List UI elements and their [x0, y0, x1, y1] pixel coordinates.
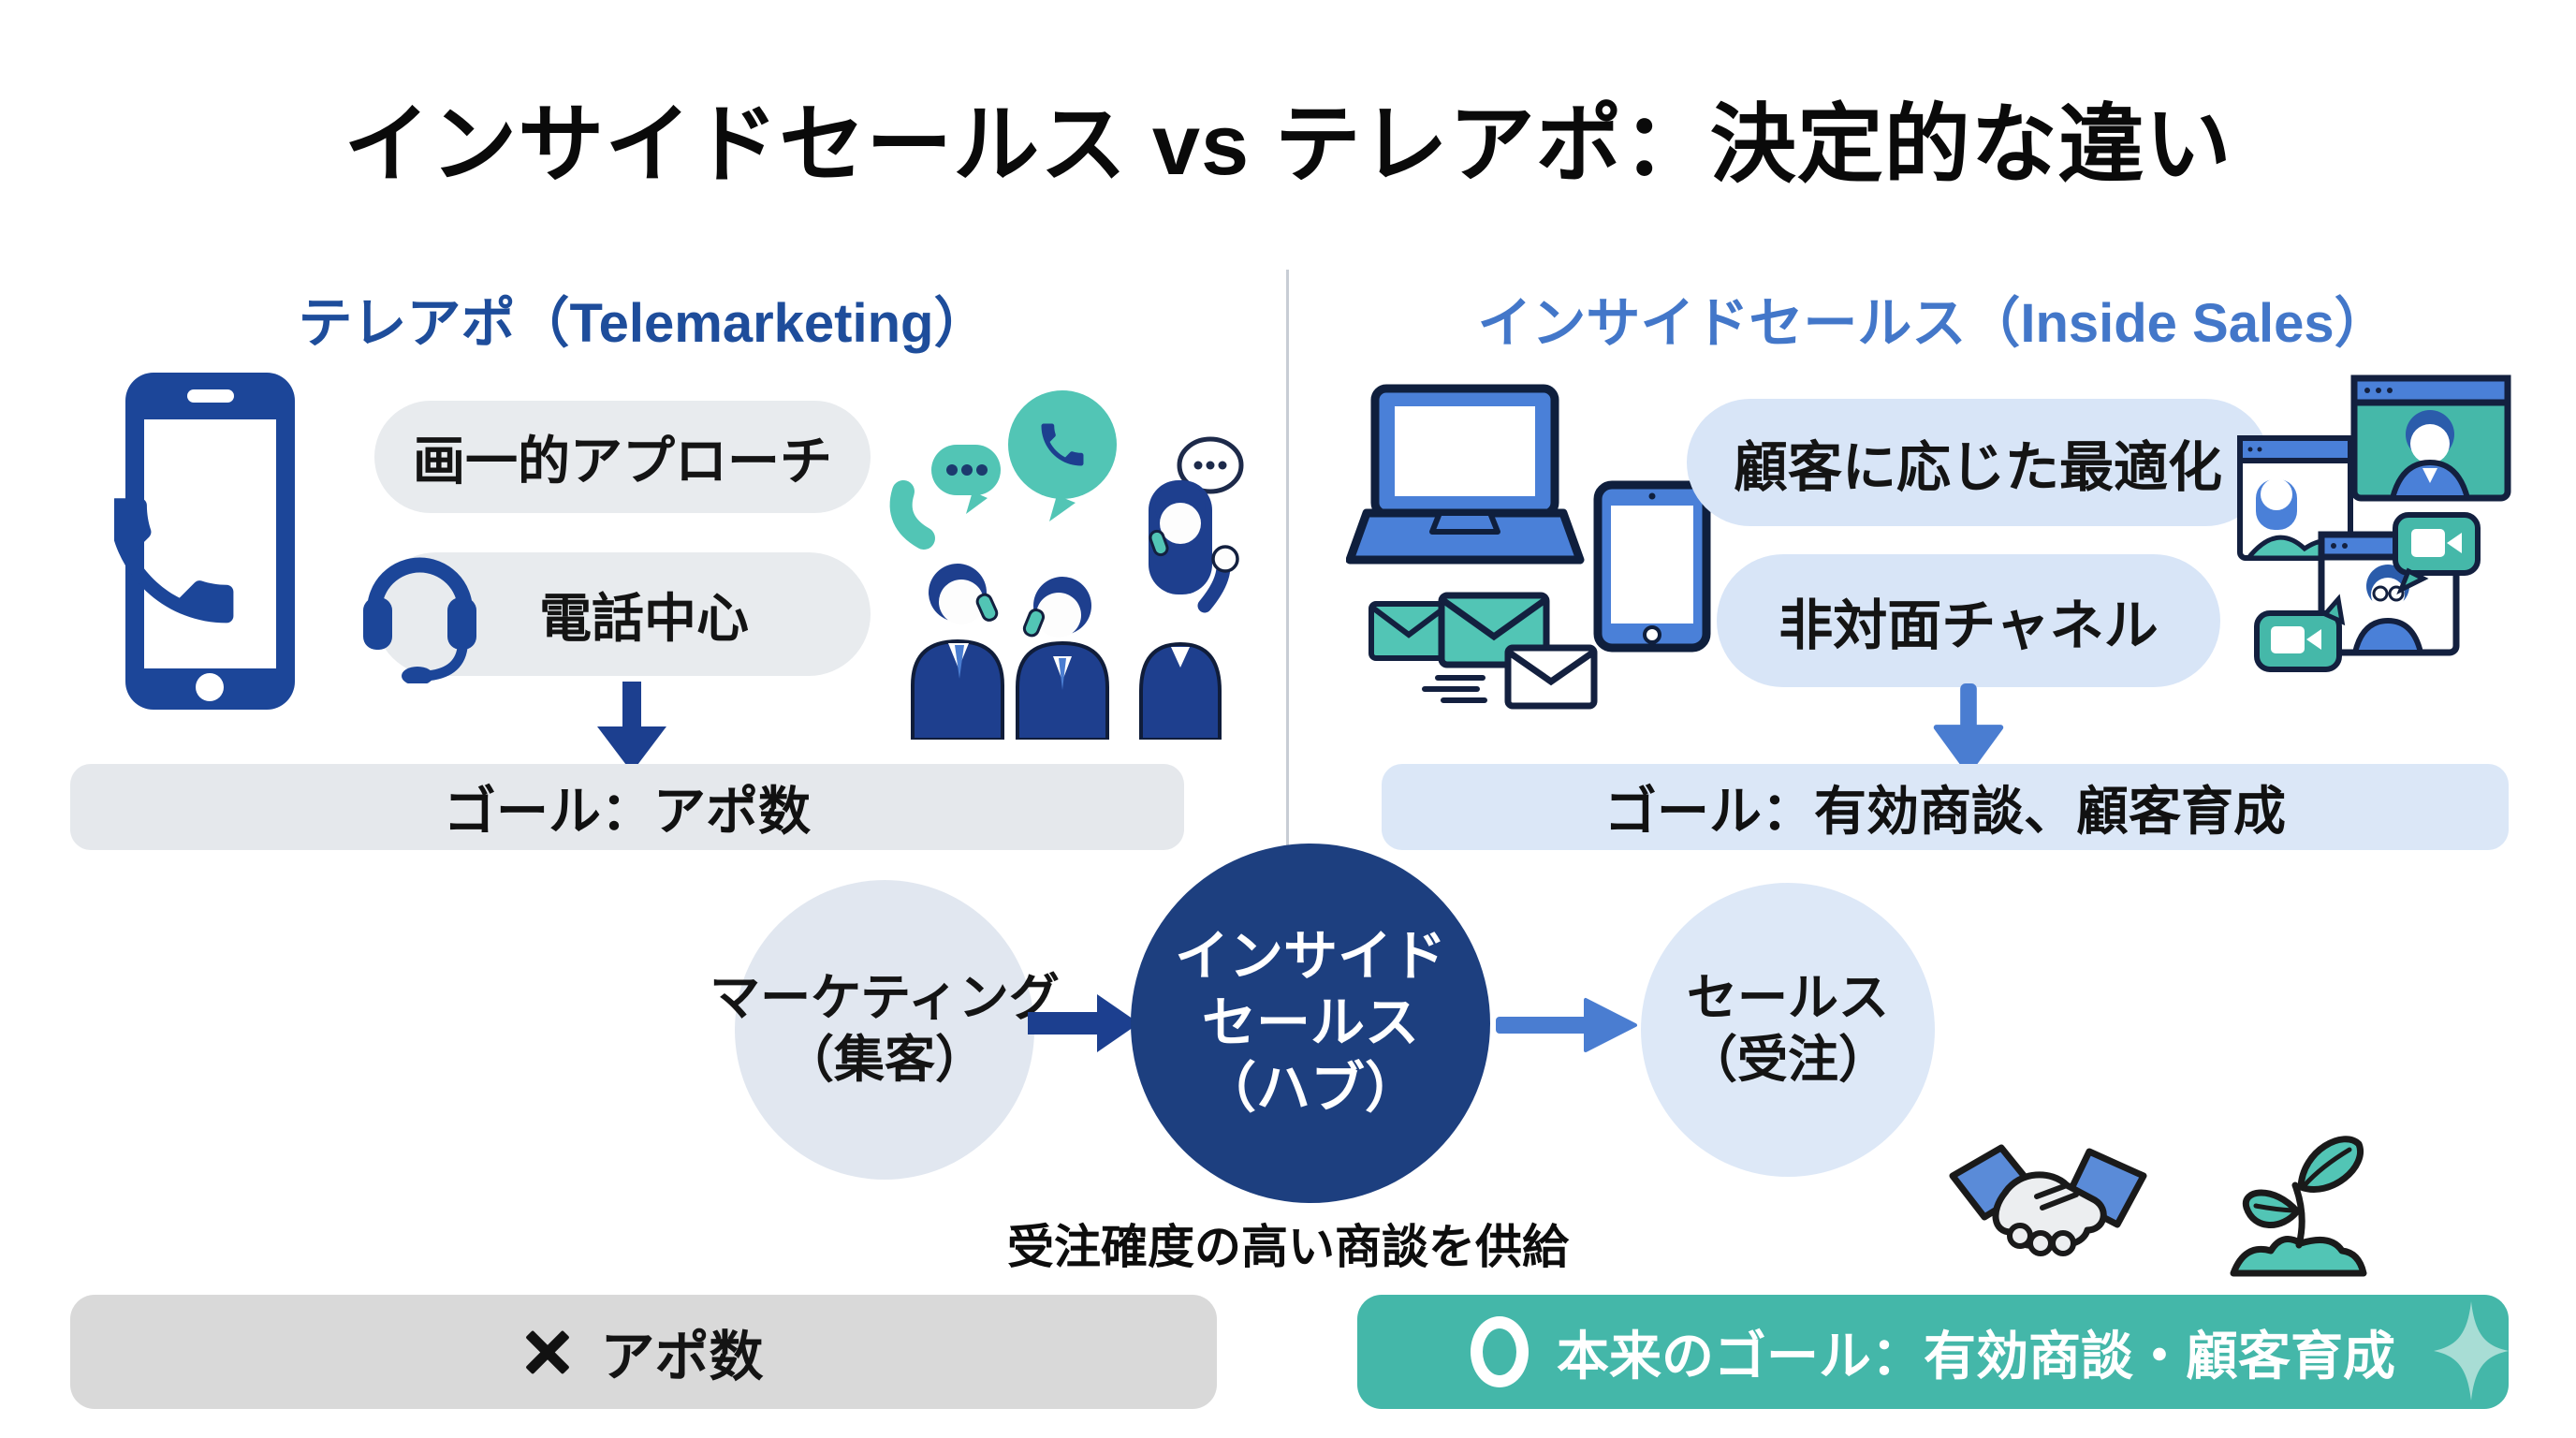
circle-mark-icon — [1471, 1316, 1529, 1387]
pill-label: 画一的アプローチ — [413, 431, 832, 491]
flow-node-line: （受注） — [1687, 1032, 1889, 1088]
devices-illustration — [1346, 376, 1739, 727]
sprout-icon — [2226, 1120, 2371, 1281]
flow-caption: 受注確度の高い商談を供給 — [1007, 1221, 1569, 1273]
cross-mark-icon — [523, 1328, 572, 1376]
video-call-illustration — [2235, 358, 2576, 746]
left-down-arrow-icon — [590, 682, 674, 775]
flow-node-sales: セールス （受注） — [1641, 883, 1935, 1177]
left-bottom-result-bar: アポ数 — [70, 1295, 1217, 1409]
pill-label: 電話中心 — [539, 588, 749, 648]
right-pill-remote-channels: 非対面チャネル — [1717, 554, 2220, 687]
goal-label: ゴール：アポ数 — [444, 781, 811, 841]
pill-label: 顧客に応じた最適化 — [1733, 437, 2222, 498]
right-column-header: インサイドセールス（Inside Sales） — [1477, 293, 2389, 354]
flow-node-line: （集客） — [783, 1032, 986, 1088]
flow-arrow-marketing-to-inside-icon — [1028, 992, 1140, 1054]
goal-label: ゴール：有効商談、顧客育成 — [1604, 781, 2286, 841]
left-pill-uniform-approach: 画一的アプローチ — [374, 401, 871, 513]
flow-arrow-inside-to-sales-icon — [1496, 996, 1638, 1054]
flow-node-line: マーケティング — [710, 970, 1060, 1027]
result-label: 本来のゴール：有効商談・顧客育成 — [1557, 1326, 2395, 1386]
telemarketers-illustration — [875, 360, 1254, 740]
right-down-arrow-icon — [1926, 683, 2011, 775]
page-title: インサイドセールス vs テレアポ：決定的な違い — [344, 97, 2232, 193]
flow-node-line: セールス — [1687, 970, 1889, 1027]
flow-node-inside-sales-hub: インサイド セールス （ハブ） — [1131, 844, 1490, 1203]
flow-node-line: インサイド — [1174, 925, 1446, 987]
handshake-icon — [1947, 1138, 2167, 1279]
right-goal-bar: ゴール：有効商談、顧客育成 — [1382, 764, 2509, 850]
flow-node-line: セールス — [1201, 991, 1419, 1053]
column-divider — [1286, 270, 1289, 876]
headset-icon — [361, 536, 478, 683]
left-column-header: テレアポ（Telemarketing） — [298, 293, 988, 354]
smartphone-call-icon — [114, 367, 306, 715]
sparkle-icon — [2434, 1301, 2509, 1401]
right-bottom-result-bar: 本来のゴール：有効商談・顧客育成 — [1357, 1295, 2509, 1409]
result-label: アポ数 — [600, 1327, 764, 1387]
right-pill-customer-optimized: 顧客に応じた最適化 — [1687, 399, 2269, 526]
left-goal-bar: ゴール：アポ数 — [70, 764, 1184, 850]
pill-label: 非対面チャネル — [1778, 595, 2159, 656]
flow-node-marketing: マーケティング （集客） — [710, 880, 1060, 1180]
flow-node-line: （ハブ） — [1201, 1058, 1419, 1120]
